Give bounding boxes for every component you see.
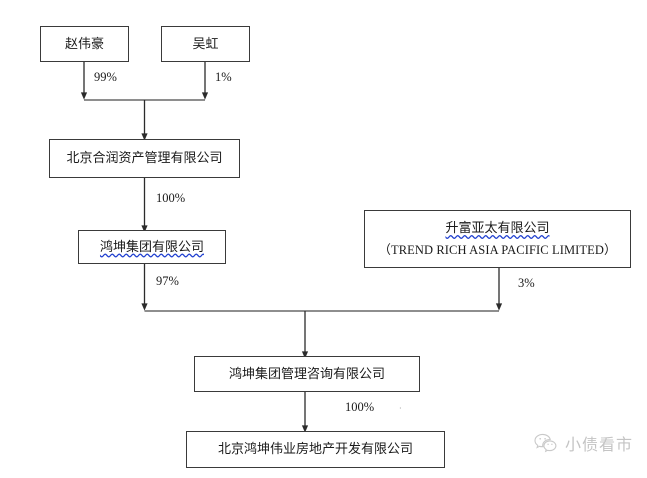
node-beijing-hongkun-weiye-real-estate[interactable]: 北京鸿坤伟业房地产开发有限公司: [186, 431, 445, 468]
watermark: 小债看市: [534, 431, 633, 455]
node-label-cn: 赵伟豪: [64, 35, 104, 51]
node-label-cn: 升富亚太有限公司: [445, 220, 550, 236]
node-wu-hong[interactable]: 吴虹: [161, 26, 250, 62]
node-label-cn: 鸿坤集团有限公司: [99, 238, 204, 254]
wechat-icon: [534, 433, 558, 453]
node-trend-rich-asia-pacific[interactable]: 升富亚太有限公司 （TREND RICH ASIA PACIFIC LIMITE…: [364, 210, 631, 268]
edge-label-99-percent: 99%: [94, 70, 117, 84]
edge-label-100-percent-herun-hongkun: 100%: [156, 191, 186, 205]
node-label-cn: 北京鸿坤伟业房地产开发有限公司: [217, 441, 413, 457]
node-hongkun-group[interactable]: 鸿坤集团有限公司: [78, 230, 226, 264]
node-label-cn: 鸿坤集团管理咨询有限公司: [228, 365, 385, 381]
node-beijing-herun-asset-management[interactable]: 北京合润资产管理有限公司: [49, 139, 240, 178]
edge-label-97-percent: 97%: [156, 274, 179, 288]
node-hongkun-group-management-consulting[interactable]: 鸿坤集团管理咨询有限公司: [194, 356, 420, 392]
node-label-cn: 北京合润资产管理有限公司: [66, 150, 223, 166]
stray-mark: ·: [399, 404, 402, 413]
node-label-cn: 吴虹: [192, 35, 219, 51]
node-zhao-weihao[interactable]: 赵伟豪: [40, 26, 129, 62]
edge-label-100-percent-consulting-weiye: 100%: [345, 400, 375, 414]
edge-label-1-percent: 1%: [215, 70, 232, 84]
edge-label-3-percent: 3%: [518, 276, 535, 290]
node-label-en: （TREND RICH ASIA PACIFIC LIMITED）: [378, 242, 617, 257]
watermark-text: 小债看市: [565, 437, 634, 454]
